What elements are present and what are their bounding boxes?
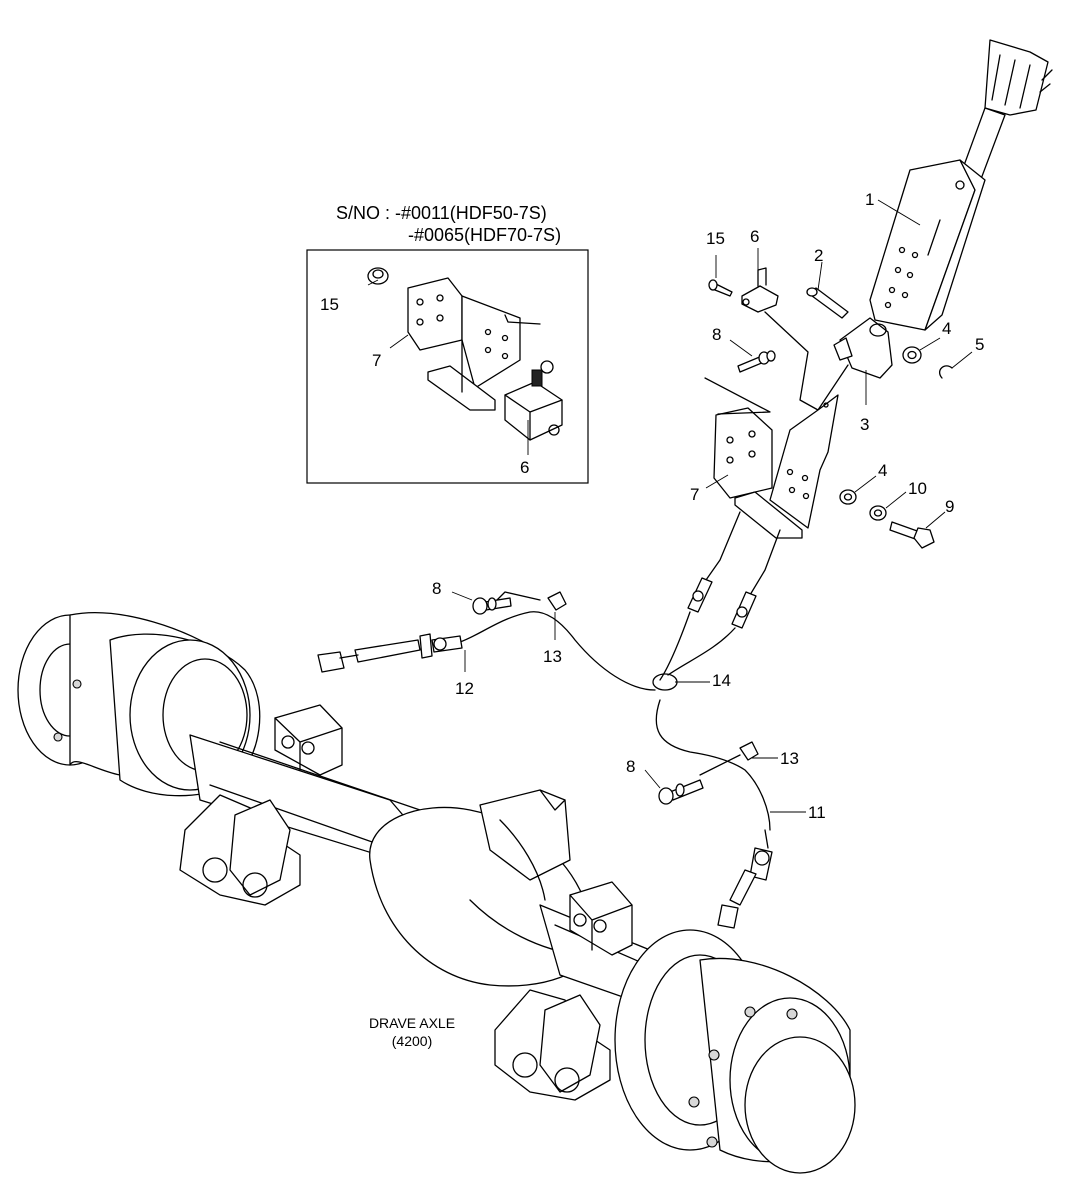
switch-main: 6	[741, 227, 779, 313]
callout-15-inset: 15	[320, 295, 339, 314]
inset-frame	[306, 249, 589, 484]
callout-5: 5	[975, 335, 984, 354]
inset-bracket	[407, 277, 541, 411]
snap-ring: 5	[938, 335, 984, 379]
cable-callouts: 8 13 12 14 13 8 11	[432, 579, 826, 822]
parking-brake-lever: 1	[865, 39, 1053, 331]
brake-cables	[317, 511, 781, 929]
callout-15-main: 15	[706, 229, 725, 248]
inset-switch	[504, 360, 563, 441]
callout-8-middle: 8	[432, 579, 441, 598]
screw-main: 15	[706, 229, 733, 297]
callout-8-upper: 8	[712, 325, 721, 344]
callout-12: 12	[455, 679, 474, 698]
callout-3: 3	[860, 415, 869, 434]
callout-10: 10	[908, 479, 927, 498]
callout-13-upper: 13	[543, 647, 562, 666]
callout-4-lower: 4	[878, 461, 887, 480]
callout-8-lower: 8	[626, 757, 635, 776]
callout-7-inset: 7	[372, 351, 381, 370]
callout-13-lower: 13	[780, 749, 799, 768]
washer-10: 10	[869, 479, 927, 521]
callout-6-main: 6	[750, 227, 759, 246]
washer-upper: 4	[902, 319, 951, 364]
drive-axle: DRAVE AXLE (4200)	[17, 612, 856, 1174]
bolt-upper: 8	[712, 325, 776, 373]
axle-part-number: (4200)	[392, 1033, 432, 1049]
pin: 2	[806, 246, 849, 319]
callout-9: 9	[945, 497, 954, 516]
axle-label: DRAVE AXLE	[369, 1015, 455, 1031]
pivot-cam: 3	[833, 317, 893, 434]
callout-14: 14	[712, 671, 731, 690]
callout-6-inset: 6	[520, 458, 529, 477]
serial-range-line1: S/NO : -#0011(HDF50-7S)	[336, 203, 547, 223]
serial-inset: S/NO : -#0011(HDF50-7S) -#0065(HDF70-7S)	[306, 203, 589, 484]
inset-nut	[367, 267, 389, 285]
callout-2: 2	[814, 246, 823, 265]
callout-4-upper: 4	[942, 319, 951, 338]
washer-lower: 4	[839, 461, 887, 505]
callout-1: 1	[865, 190, 874, 209]
lever-bracket: 7	[690, 311, 849, 539]
serial-range-line2: -#0065(HDF70-7S)	[408, 225, 561, 245]
bolt-9: 9	[889, 497, 954, 549]
callout-7-main: 7	[690, 485, 699, 504]
callout-11: 11	[808, 803, 826, 822]
